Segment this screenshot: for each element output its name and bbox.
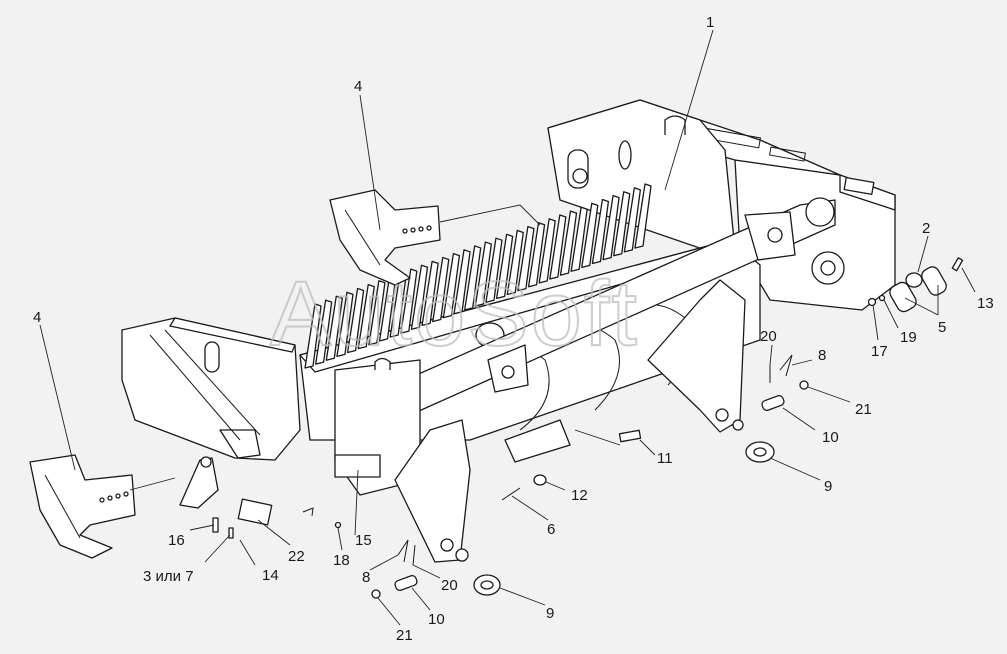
callout-21-left: 21 — [396, 627, 413, 644]
finger-tooth — [613, 191, 631, 257]
callout-4-top: 4 — [354, 78, 362, 95]
finger-tooth — [346, 287, 365, 354]
callout-8-left: 8 — [362, 569, 370, 586]
watermark-text: AutoSoft — [270, 263, 639, 365]
finger-tooth — [410, 264, 429, 330]
finger-tooth — [432, 256, 450, 323]
finger-tooth — [559, 210, 578, 276]
finger-teeth — [304, 183, 652, 369]
finger-tooth — [421, 260, 439, 327]
callout-12: 12 — [571, 487, 588, 504]
callout-8-right: 8 — [818, 347, 826, 364]
finger-tooth — [517, 225, 535, 292]
finger-tooth — [357, 283, 375, 350]
finger-tooth — [304, 303, 322, 369]
latch-assembly — [179, 456, 273, 539]
callout-9-right: 9 — [824, 478, 832, 495]
callout-2: 2 — [922, 220, 930, 237]
callout-20-left: 20 — [441, 577, 458, 594]
finger-tooth — [400, 268, 418, 334]
callout-11: 11 — [657, 450, 673, 467]
finger-tooth — [527, 222, 546, 288]
hardware — [302, 257, 964, 599]
finger-tooth — [464, 245, 482, 311]
callout-6: 6 — [547, 521, 555, 538]
header-housing — [547, 99, 896, 311]
callout-16: 16 — [168, 532, 185, 549]
finger-tooth — [314, 299, 333, 365]
callout-9-left: 9 — [546, 605, 554, 622]
support-arms — [394, 211, 796, 563]
finger-tooth — [602, 194, 620, 261]
callout-19: 19 — [900, 329, 917, 346]
callout-22: 22 — [288, 548, 305, 565]
finger-tooth — [538, 218, 556, 284]
left-end-wall — [121, 317, 421, 496]
callout-1: 1 — [706, 14, 714, 31]
finger-tooth — [570, 206, 588, 272]
callout-4-bottom: 4 — [33, 309, 41, 326]
callout-10-right: 10 — [822, 429, 839, 446]
callout-13: 13 — [977, 295, 994, 312]
finger-tooth — [325, 295, 343, 361]
callout-18: 18 — [333, 552, 350, 569]
leader-lines — [39, 29, 976, 626]
skid-part-4-top — [329, 189, 441, 286]
callout-10-left: 10 — [428, 611, 445, 628]
finger-tooth — [485, 237, 503, 303]
finger-tooth — [495, 233, 514, 299]
callout-20-right: 20 — [760, 328, 777, 345]
finger-tooth — [442, 253, 461, 319]
finger-tooth — [591, 198, 610, 265]
finger-tooth — [368, 280, 386, 346]
finger-tooth — [474, 241, 492, 307]
skid-part-4-bottom — [29, 454, 136, 559]
finger-tooth — [506, 229, 524, 296]
finger-tooth — [623, 187, 642, 253]
callout-15: 15 — [355, 532, 372, 549]
callout-3-or-7: 3 или 7 — [143, 568, 194, 585]
finger-tooth — [549, 214, 567, 280]
callout-14: 14 — [262, 567, 279, 584]
finger-tooth — [336, 291, 354, 358]
callout-17: 17 — [871, 343, 888, 360]
callout-5: 5 — [938, 319, 946, 336]
callout-21-right: 21 — [855, 401, 872, 418]
callout-labels: 1 2 4 4 13 17 19 5 20 8 21 10 9 11 12 6 … — [33, 14, 994, 644]
finger-tooth — [581, 202, 599, 269]
finger-tooth — [634, 183, 652, 249]
finger-tooth — [453, 249, 471, 315]
